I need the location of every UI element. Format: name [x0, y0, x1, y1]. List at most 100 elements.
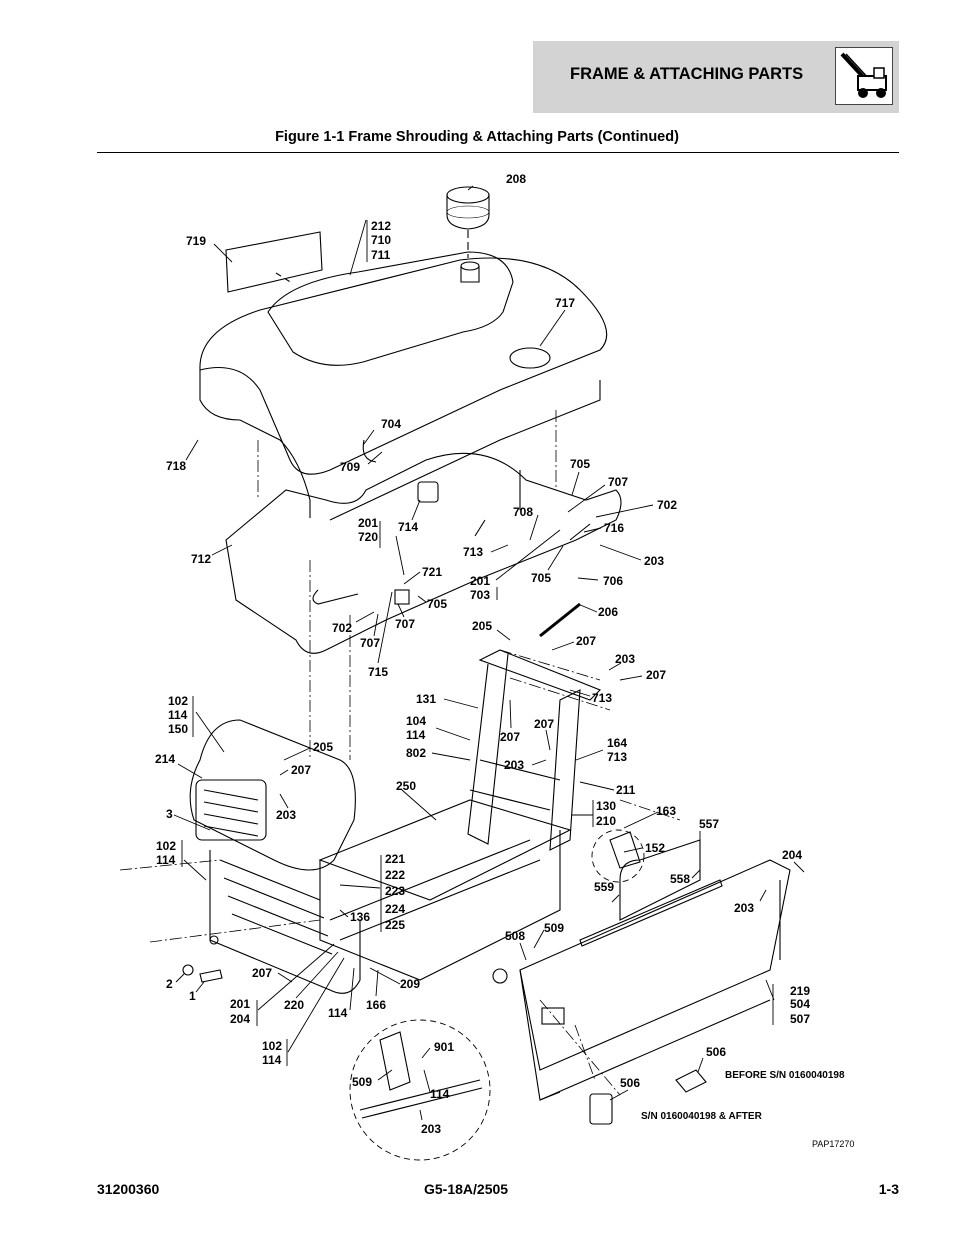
callout-214: 214 [155, 752, 175, 766]
callout-136: 136 [350, 910, 370, 924]
callout-203: 203 [734, 901, 754, 915]
callout-203: 203 [276, 808, 296, 822]
model-number: G5-18A/2505 [424, 1181, 509, 1197]
callout-114: 114 [406, 728, 426, 742]
callout-207: 207 [646, 668, 666, 682]
cap-208-drawing [446, 186, 490, 283]
callout-204: 204 [230, 1012, 250, 1026]
callout-3: 3 [166, 807, 173, 821]
callout-163: 163 [656, 804, 676, 818]
figure-title: Figure 1-1 Frame Shrouding & Attaching P… [275, 129, 679, 145]
callout-166: 166 [366, 998, 386, 1012]
callout-2: 2 [166, 977, 173, 991]
callout-201: 201 [470, 574, 490, 588]
callout-507: 507 [790, 1012, 810, 1026]
callout-225: 225 [385, 918, 405, 932]
callout-713: 713 [592, 691, 612, 705]
callout-506: 506 [706, 1045, 726, 1059]
callout-212: 212 [371, 219, 391, 233]
callout-102: 102 [156, 839, 176, 853]
callout-207: 207 [534, 717, 554, 731]
callout-557: 557 [699, 817, 719, 831]
callout-152: 152 [645, 841, 665, 855]
callout-559: 559 [594, 880, 614, 894]
callout-702: 702 [657, 498, 677, 512]
callout-704: 704 [381, 417, 401, 431]
callout-506: 506 [620, 1076, 640, 1090]
section-title: FRAME & ATTACHING PARTS [570, 65, 804, 83]
callout-711: 711 [371, 248, 391, 262]
callout-712: 712 [191, 552, 211, 566]
callout-705: 705 [531, 571, 551, 585]
callout-203: 203 [615, 652, 635, 666]
callout-220: 220 [284, 998, 304, 1012]
plate-719-drawing [225, 231, 323, 293]
callout-164: 164 [607, 736, 627, 750]
callout-206: 206 [598, 605, 618, 619]
callout-201: 201 [358, 516, 378, 530]
callout-250: 250 [396, 779, 416, 793]
callout-558: 558 [670, 872, 690, 886]
canopy-212-drawing [199, 251, 608, 521]
callout-715: 715 [368, 665, 388, 679]
callout-131: 131 [416, 692, 436, 706]
side-panel-219-drawing [519, 859, 791, 1101]
callout-707: 707 [608, 475, 628, 489]
callout-720: 720 [358, 530, 378, 544]
callout-150: 150 [168, 722, 188, 736]
callout-713: 713 [607, 750, 627, 764]
callout-721: 721 [422, 565, 442, 579]
callout-204: 204 [782, 848, 802, 862]
callout-205: 205 [313, 740, 333, 754]
title-divider [97, 152, 899, 153]
callout-717: 717 [555, 296, 575, 310]
callout-203: 203 [644, 554, 664, 568]
callout-719: 719 [186, 234, 206, 248]
callout-705: 705 [570, 457, 590, 471]
callout-203: 203 [421, 1122, 441, 1136]
frame-250-drawing [318, 649, 601, 981]
callout-718: 718 [166, 459, 186, 473]
drawing-id: PAP17270 [812, 1139, 854, 1149]
callout-207: 207 [576, 634, 596, 648]
rear-crossmember-drawing [225, 452, 622, 654]
callout-219: 219 [790, 984, 810, 998]
callout-508: 508 [505, 929, 525, 943]
front-shroud-214-drawing [189, 719, 361, 994]
callout-207: 207 [252, 966, 272, 980]
after-sn-note: S/N 0160040198 & AFTER [641, 1111, 763, 1122]
callout-509: 509 [352, 1075, 372, 1089]
before-sn-note: BEFORE S/N 0160040198 [725, 1070, 845, 1081]
callout-209: 209 [400, 977, 420, 991]
callout-224: 224 [385, 902, 405, 916]
callout-114: 114 [168, 708, 188, 722]
callout-205: 205 [472, 619, 492, 633]
callout-708: 708 [513, 505, 533, 519]
telehandler-machine-icon [835, 47, 893, 105]
doc-number: 31200360 [97, 1181, 160, 1197]
callout-710: 710 [371, 233, 391, 247]
callout-802: 802 [406, 746, 426, 760]
callout-104: 104 [406, 714, 426, 728]
callout-114: 114 [262, 1053, 282, 1067]
callout-114: 114 [328, 1006, 348, 1020]
callout-707: 707 [395, 617, 415, 631]
callout-901: 901 [434, 1040, 454, 1054]
callout-709: 709 [340, 460, 360, 474]
callout-707: 707 [360, 636, 380, 650]
callout-705: 705 [427, 597, 447, 611]
callout-706: 706 [603, 574, 623, 588]
callout-201: 201 [230, 997, 250, 1011]
callout-504: 504 [790, 997, 810, 1011]
callout-713: 713 [463, 545, 483, 559]
callout-207: 207 [291, 763, 311, 777]
callout-223: 223 [385, 884, 405, 898]
callout-714: 714 [398, 520, 418, 534]
callout-211: 211 [616, 783, 636, 797]
callout-203: 203 [504, 758, 524, 772]
callout-1: 1 [189, 989, 196, 1003]
callout-114: 114 [430, 1087, 450, 1101]
callout-210: 210 [596, 814, 616, 828]
callout-102: 102 [168, 694, 188, 708]
